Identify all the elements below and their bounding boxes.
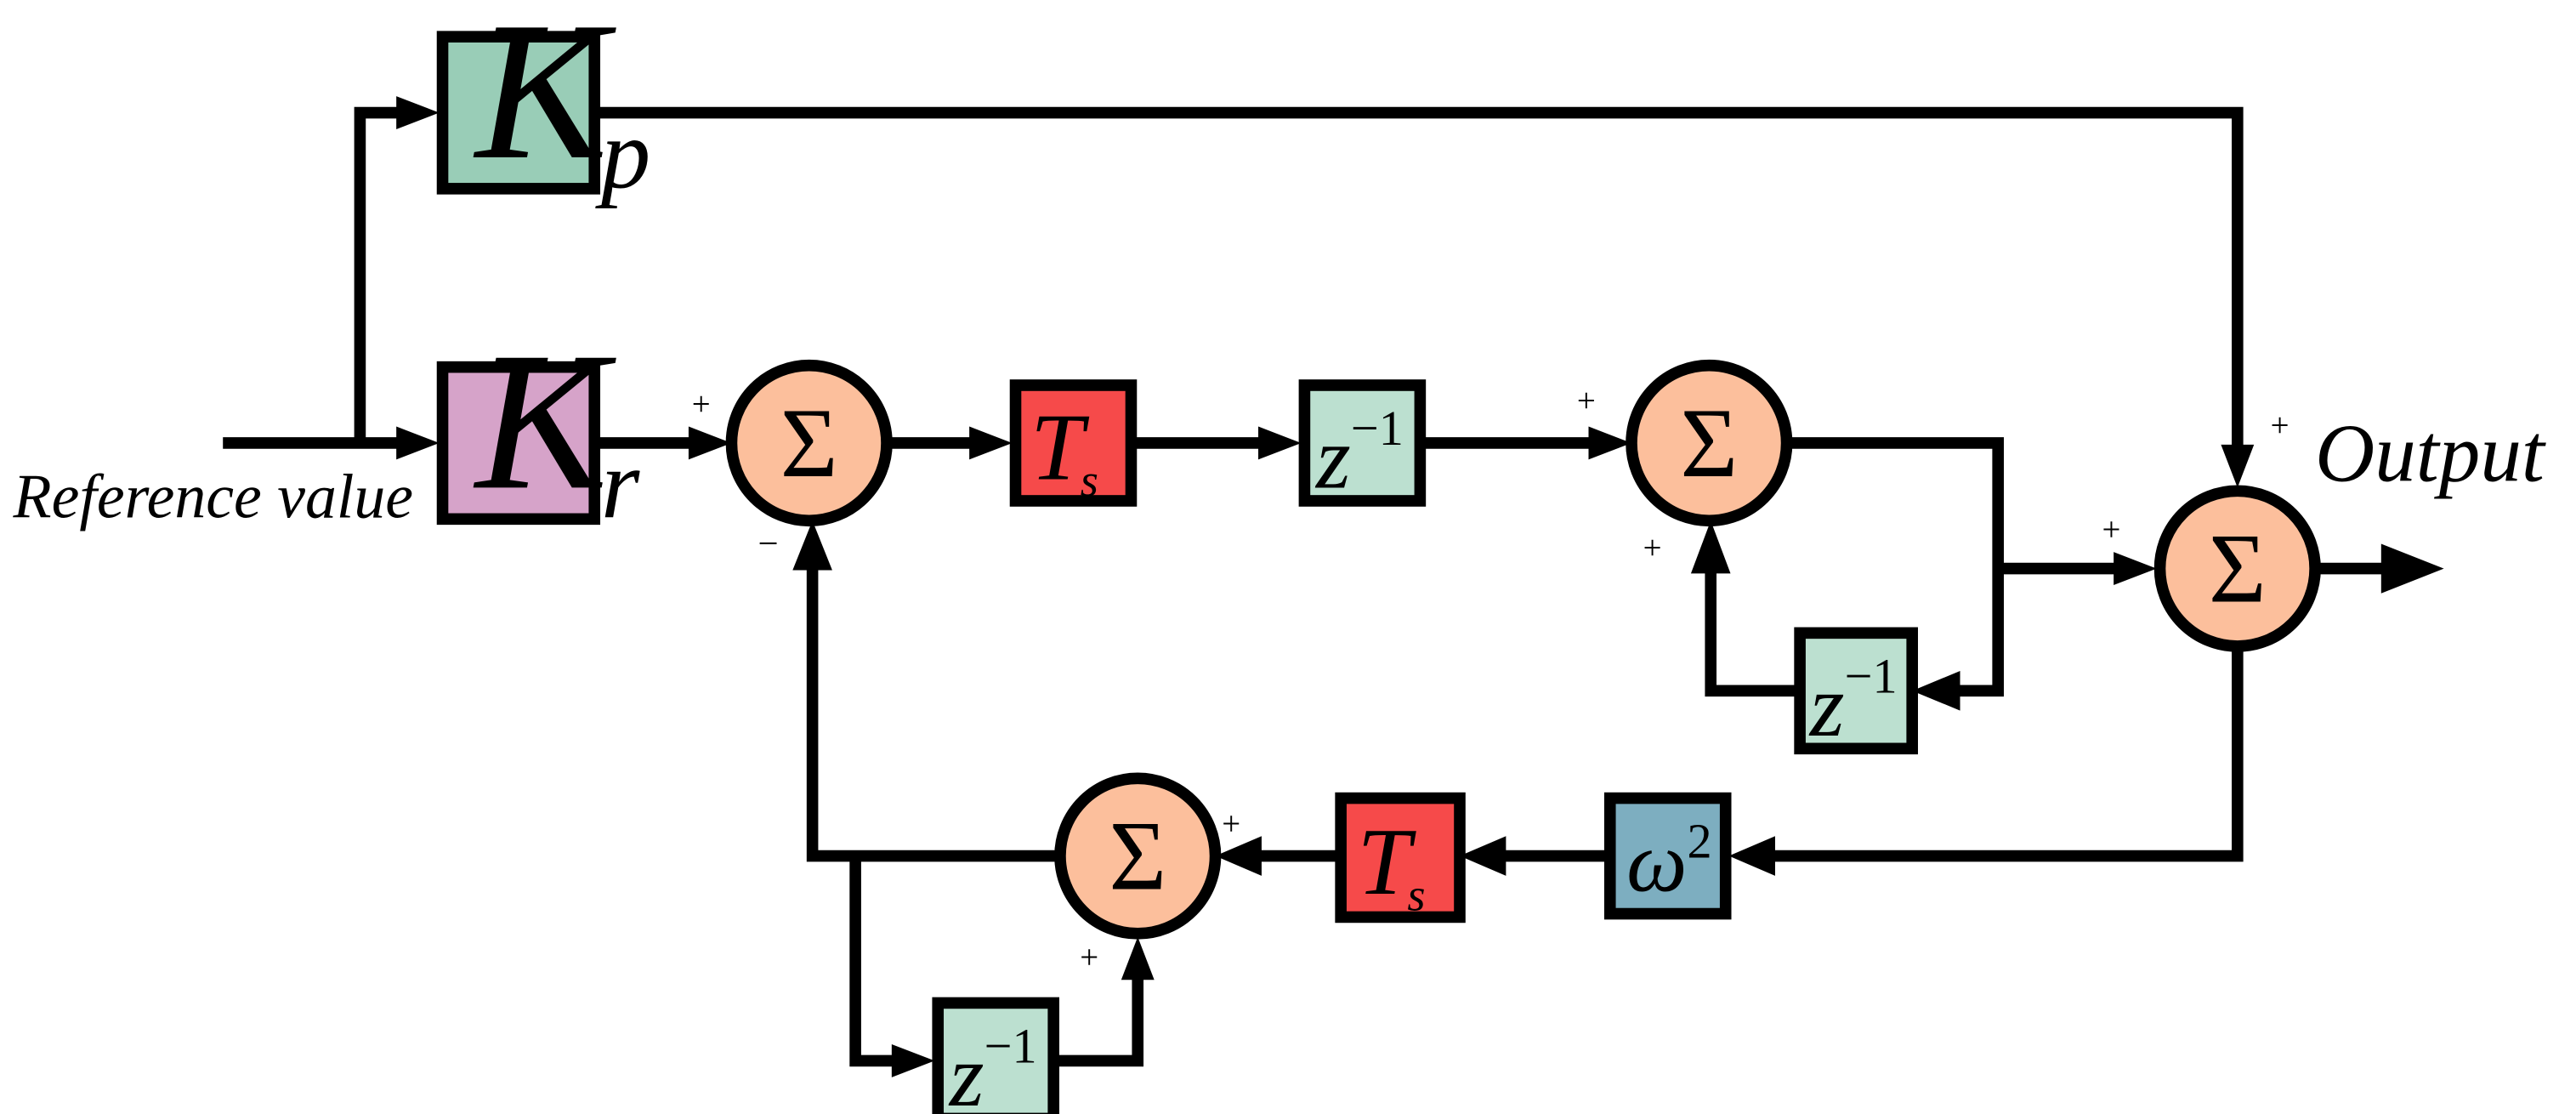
sum2-sigma: Σ (1680, 389, 1738, 498)
summing-junction-2: Σ (1626, 359, 1793, 527)
wire-delay-to-sum4 (1057, 959, 1144, 1067)
kp-block-box (436, 31, 601, 195)
sum3-plus-sign-left: + (2102, 512, 2121, 548)
arrowhead-delay-main (1258, 426, 1302, 460)
arrowhead-omega (1728, 836, 1775, 876)
ts-forward-box (1009, 379, 1138, 507)
delay-resonant-block: z−1 (1794, 627, 1918, 755)
arrowhead-sum2-feedback (1690, 520, 1731, 574)
kr-gain-block: Kr (436, 311, 640, 539)
sum3-sigma: Σ (2209, 514, 2267, 623)
ts-feedback-box (1335, 792, 1466, 924)
summing-junction-4: Σ (1054, 772, 1222, 940)
arrowhead-sum1-plus (688, 426, 732, 460)
signal-wires (223, 106, 2411, 1067)
sum1-minus-sign: − (758, 524, 779, 564)
kr-block-box (436, 361, 601, 526)
ts-feedback-label: Ts (1358, 810, 1426, 920)
omega-squared-label: ω2 (1626, 813, 1711, 909)
kp-block-label: Kp (473, 0, 650, 209)
delay-forward-box (1298, 379, 1427, 507)
wire-kp-to-output-sum (594, 106, 2244, 465)
kp-gain-block: Kp (436, 0, 650, 209)
sum4-sigma: Σ (1109, 801, 1166, 911)
delay-forward-block: z−1 (1298, 379, 1427, 508)
arrowhead-sum4-feedback (1121, 936, 1155, 980)
sum1-circle (725, 359, 893, 527)
reference-value-label: Reference value (13, 461, 413, 531)
arrowhead-sum1-minus (792, 520, 832, 571)
delay-forward-label: z−1 (1314, 401, 1404, 508)
sum2-plus-sign-left: + (1577, 383, 1596, 419)
summing-junction-output: Σ (2153, 485, 2321, 652)
delay-feedback-block: z−1 (932, 997, 1059, 1114)
arrowhead-ts-feedback (1460, 836, 1506, 876)
arrowhead-kr (396, 426, 440, 460)
wire-delay-to-sum2-feedback (1705, 543, 1801, 697)
delay-feedback-label: z−1 (948, 1018, 1037, 1114)
sum1-plus-sign: + (692, 386, 711, 423)
sum4-plus-sign-bottom: + (1080, 940, 1098, 976)
kr-block-label: Kr (473, 311, 640, 539)
output-label: Output (2315, 408, 2546, 500)
arrowhead-sum2-plus (1588, 426, 1631, 460)
arrowhead-kp (396, 96, 440, 129)
wire-branch-to-kp (354, 106, 422, 443)
wire-output-to-omega (1750, 647, 2244, 862)
omega-squared-block: ω2 (1603, 792, 1732, 920)
delay-feedback-box (932, 997, 1059, 1114)
arrowhead-output (2380, 543, 2444, 594)
delay-resonant-box (1794, 627, 1918, 755)
summing-junction-1: Σ (725, 359, 893, 527)
sum1-sigma: Σ (780, 389, 838, 498)
arrowhead-sum4-plus (1215, 836, 1262, 876)
sum4-plus-sign-right: + (1222, 805, 1240, 842)
delay-resonant-label: z−1 (1808, 648, 1898, 755)
arrowhead-delay-resonant (1912, 671, 1960, 711)
arrowhead-output-sum-top (2221, 444, 2255, 488)
arrowhead-delay-feedback (891, 1043, 935, 1077)
arrowhead-ts-main (969, 426, 1013, 460)
wire-branch-to-delay-feedback (849, 855, 914, 1067)
ts-forward-block: Ts (1009, 379, 1138, 507)
sum2-plus-sign-bottom: + (1643, 530, 1662, 566)
sum2-circle (1626, 359, 1793, 527)
arrowheads (396, 96, 2444, 1077)
omega-squared-box (1603, 792, 1732, 920)
sum3-plus-sign-top: + (2271, 407, 2289, 444)
ts-feedback-block: Ts (1335, 792, 1466, 924)
sign-marks: + − + + + + + + (692, 383, 2289, 976)
arrowhead-output-sum-left (2114, 552, 2157, 586)
wire-sum4-to-sum1 (806, 543, 1060, 862)
sum4-circle (1054, 772, 1222, 940)
sum3-circle (2153, 485, 2321, 652)
ts-forward-label: Ts (1030, 395, 1098, 506)
